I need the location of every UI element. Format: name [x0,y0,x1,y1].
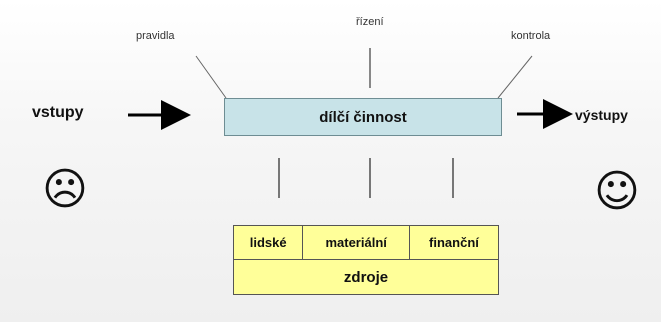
activity-label: dílčí činnost [319,108,407,126]
control-label-control: kontrola [511,30,551,42]
resources-footer: zdroje [233,259,499,295]
control-label-management: řízení [356,16,384,28]
happy-face-icon: ☺ [594,166,640,217]
resource-financial: finanční [408,225,500,260]
output-label: výstupy [575,107,628,123]
control-line-right [497,55,533,99]
activity-box: dílčí činnost [224,98,502,136]
sad-face-icon: ☹ [42,164,88,215]
control-label-rules: pravidla [136,30,175,42]
control-line-left [195,55,227,99]
input-label: vstupy [32,104,84,121]
resources-table: lidské materiální finanční zdroje [232,225,500,295]
resource-material: materiální [302,225,410,260]
resource-human: lidské [232,225,304,260]
